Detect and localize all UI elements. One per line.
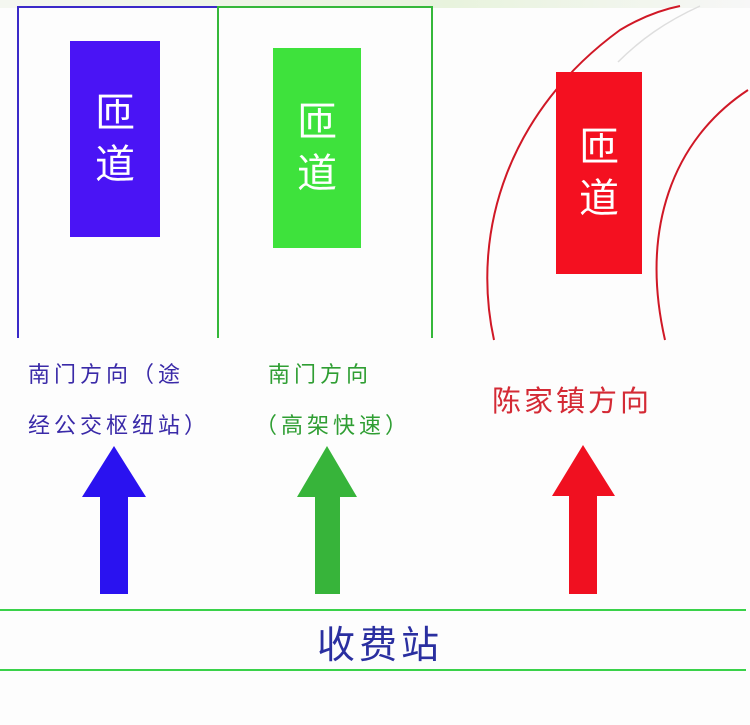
- ramp-sign-blue-char2: 道: [95, 142, 135, 188]
- ramp-sign-blue: 匝 道: [70, 41, 160, 237]
- green-arrow: [297, 446, 357, 594]
- green-direction-line1: 南门方向: [268, 363, 373, 388]
- red-ramp-outer-curve: [655, 89, 749, 341]
- ramp-sign-green-char1: 匝: [297, 99, 337, 145]
- ramp-sign-red-char2: 道: [579, 176, 619, 222]
- green-direction-line2: （高架快速）: [255, 414, 412, 439]
- blue-arrow: [82, 446, 146, 594]
- toll-booth-label: 收费站: [316, 623, 443, 667]
- top-band: [0, 0, 750, 8]
- blue-direction-line1: 南门方向（途: [28, 363, 185, 388]
- ramp-sign-green: 匝 道: [273, 48, 361, 248]
- red-direction-label: 陈家镇方向: [492, 384, 653, 418]
- blue-direction-line2: 经公交枢纽站）: [28, 414, 211, 439]
- ramp-sign-green-char2: 道: [297, 151, 337, 197]
- red-arrow: [552, 445, 615, 594]
- ramp-sign-blue-char1: 匝: [95, 90, 135, 136]
- ramp-faint-curve: [617, 5, 701, 63]
- ramp-sign-red: 匝 道: [556, 72, 642, 274]
- ramp-sign-red-char1: 匝: [579, 124, 619, 170]
